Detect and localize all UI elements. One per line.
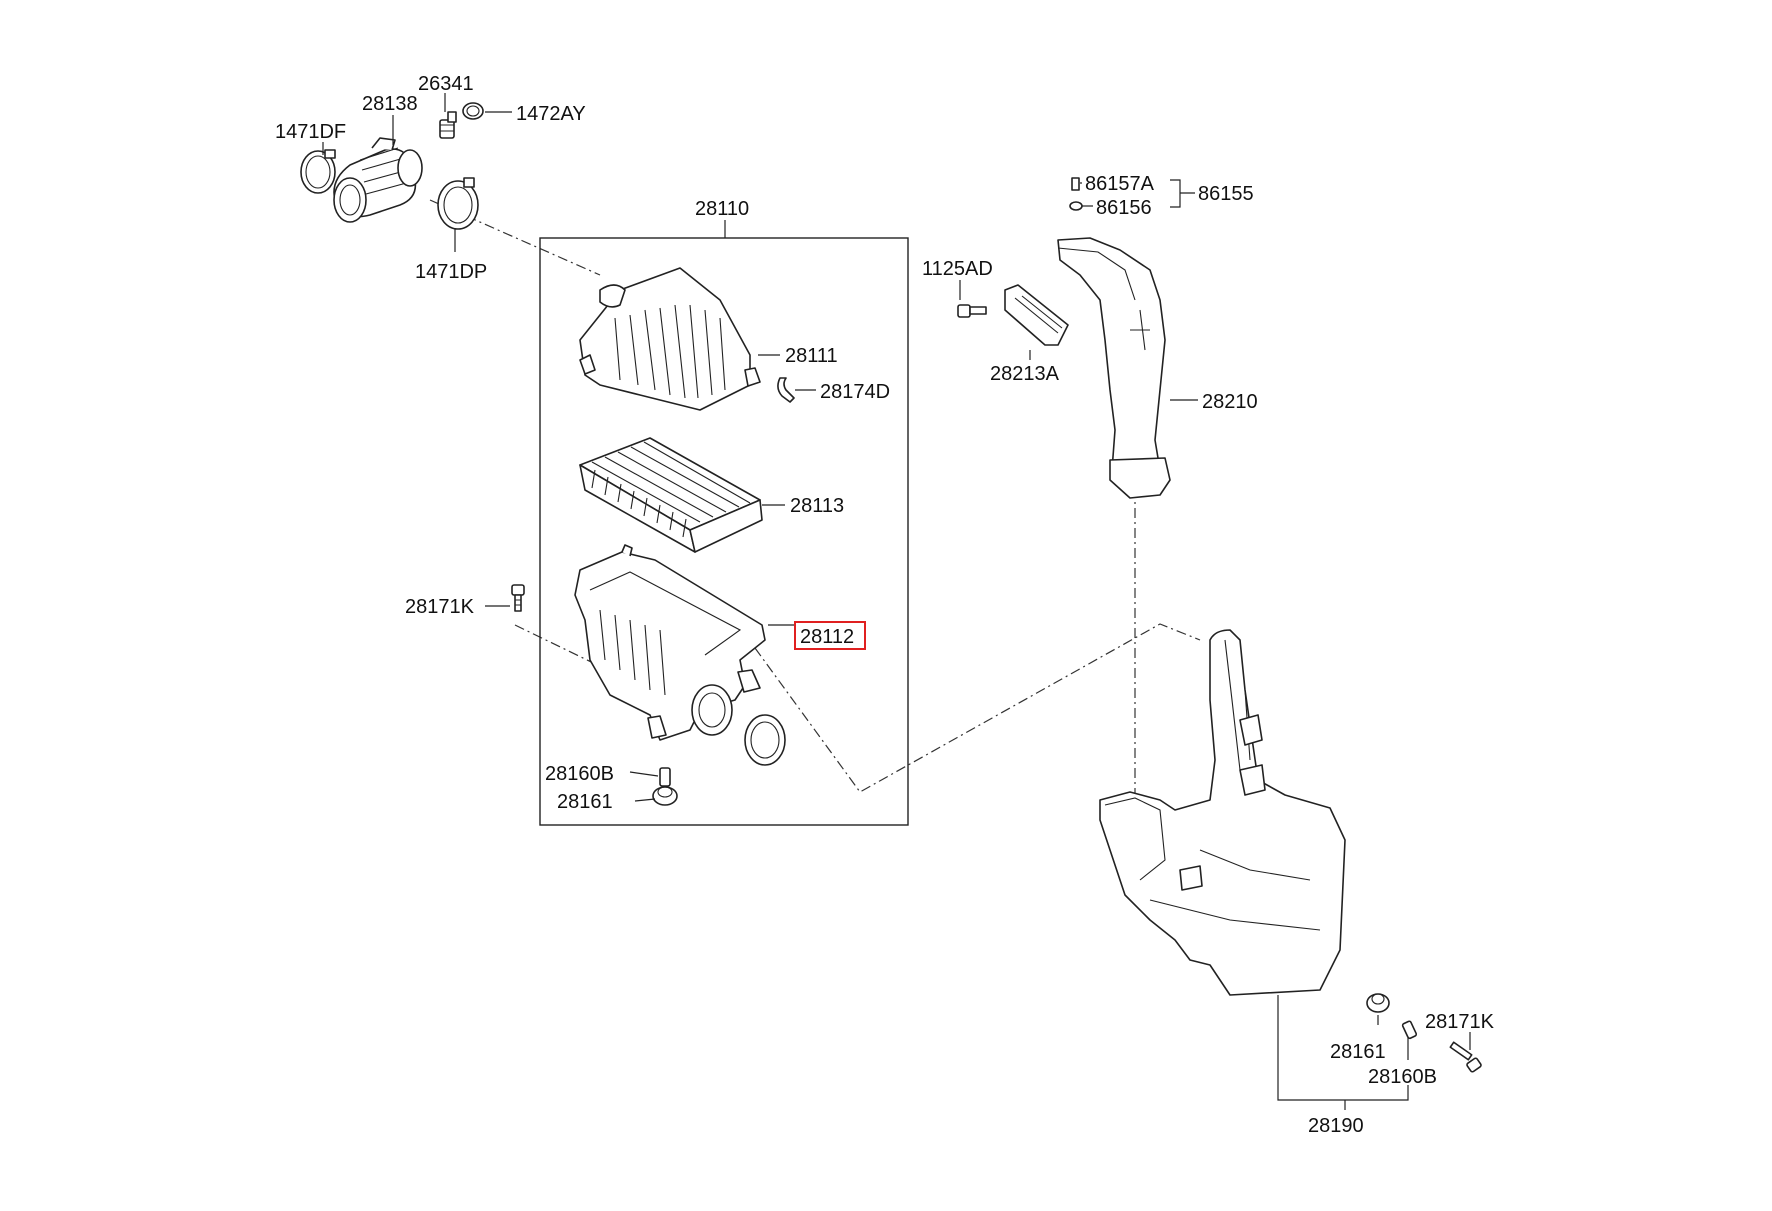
label-1472AY[interactable]: 1472AY [516, 103, 586, 125]
intake-duct-28210-icon[interactable] [1057, 237, 1171, 499]
label-28160B-right[interactable]: 28160B [1368, 1066, 1437, 1088]
bracket-28213A-icon[interactable] [1004, 284, 1069, 346]
air-duct-icon[interactable] [333, 137, 423, 223]
label-86155[interactable]: 86155 [1198, 183, 1254, 205]
hose-clamp-small-icon[interactable] [462, 102, 484, 120]
label-28138[interactable]: 28138 [362, 93, 418, 115]
collar-28160B-right-icon[interactable] [1401, 1020, 1418, 1040]
part-labels: 1471DF 28138 26341 1472AY 1471DP 28110 2… [275, 73, 1495, 1137]
label-26341[interactable]: 26341 [418, 73, 474, 95]
label-28113[interactable]: 28113 [790, 495, 844, 517]
grommet-28161-left-icon[interactable] [652, 786, 678, 806]
air-cleaner-body-icon[interactable] [574, 544, 766, 741]
leader-lines [322, 93, 1471, 1110]
bolt-right-icon[interactable] [1449, 1041, 1482, 1073]
highlight-box-28112 [794, 621, 866, 650]
label-28160B-left[interactable]: 28160B [545, 763, 614, 785]
label-28171K-left[interactable]: 28171K [405, 596, 475, 618]
resonator-icon[interactable] [1099, 629, 1346, 996]
hose-clamp-1471DP-icon[interactable] [437, 177, 479, 230]
air-cleaner-cover-icon[interactable] [579, 267, 761, 411]
label-28161-left[interactable]: 28161 [557, 791, 613, 813]
label-28111[interactable]: 28111 [785, 345, 838, 367]
label-1125AD[interactable]: 1125AD [922, 258, 993, 280]
assembly-frame-28110 [539, 237, 909, 826]
air-filter-element-icon[interactable] [579, 437, 763, 553]
screw-86157A-icon[interactable] [1071, 177, 1080, 191]
grommet-28161-right-icon[interactable] [1366, 993, 1390, 1013]
label-28110[interactable]: 28110 [695, 198, 749, 220]
collar-28160B-left-icon[interactable] [659, 767, 671, 787]
label-28171K-right[interactable]: 28171K [1425, 1011, 1495, 1033]
label-28161-right[interactable]: 28161 [1330, 1041, 1386, 1063]
label-1471DF[interactable]: 1471DF [275, 121, 346, 143]
bolt-left-icon[interactable] [511, 584, 525, 612]
bolt-1125AD-icon[interactable] [957, 304, 987, 318]
sensor-26341-icon[interactable] [439, 111, 457, 139]
label-28210[interactable]: 28210 [1202, 391, 1258, 413]
washer-86156-icon[interactable] [1069, 201, 1083, 211]
label-86157A[interactable]: 86157A [1085, 173, 1155, 195]
label-28213A[interactable]: 28213A [990, 363, 1060, 385]
hose-clamp-left-icon[interactable] [300, 149, 336, 194]
label-1471DP[interactable]: 1471DP [415, 261, 487, 283]
label-86156[interactable]: 86156 [1096, 197, 1152, 219]
label-28190[interactable]: 28190 [1308, 1115, 1364, 1137]
label-28174D[interactable]: 28174D [820, 381, 890, 403]
label-28112[interactable]: 28112 [800, 626, 854, 648]
clip-28174D-icon[interactable] [777, 377, 795, 403]
hose-seal-ring-icon[interactable] [744, 714, 786, 766]
